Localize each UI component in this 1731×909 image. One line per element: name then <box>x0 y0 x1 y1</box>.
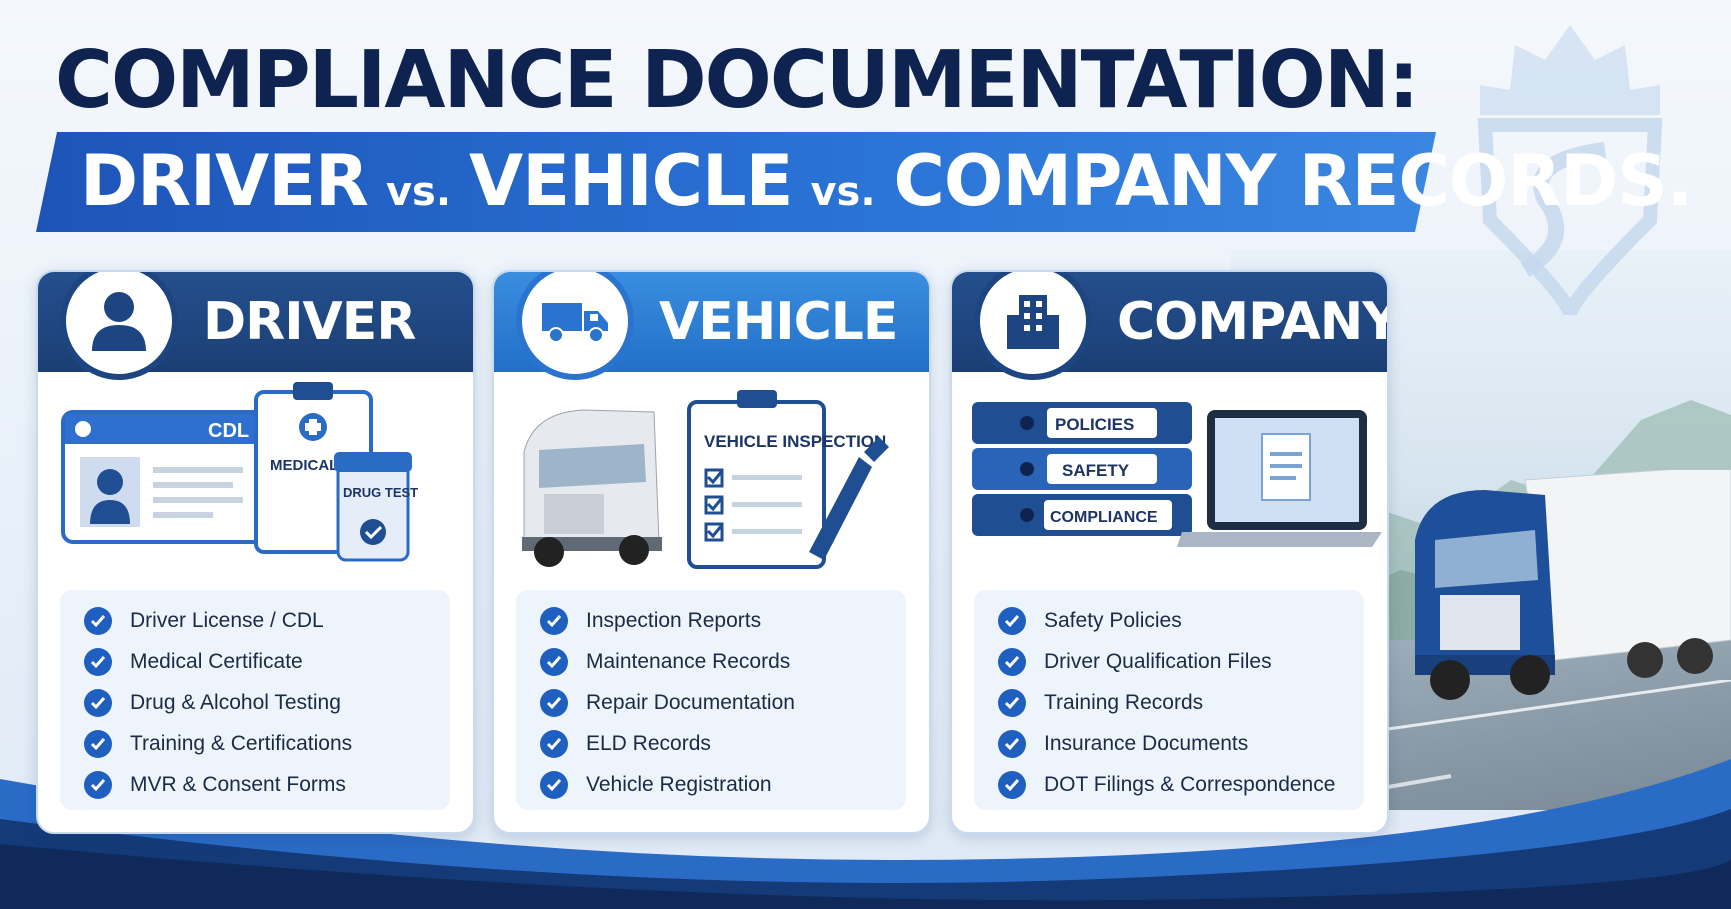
binder-policies-label: POLICIES <box>1055 415 1134 434</box>
list-item: Driver License / CDL <box>60 600 450 641</box>
check-icon <box>84 770 112 799</box>
list-item: ELD Records <box>516 723 906 764</box>
driver-card-title: DRIVER <box>203 292 416 352</box>
check-icon <box>998 688 1026 717</box>
check-icon <box>84 729 112 758</box>
check-icon <box>998 647 1026 676</box>
check-icon <box>998 770 1026 799</box>
binder-safety-label: SAFETY <box>1062 461 1130 480</box>
shield-watermark-icon <box>1477 25 1663 317</box>
list-item: MVR & Consent Forms <box>60 764 450 805</box>
list-item: DOT Filings & Correspondence <box>974 764 1364 805</box>
binder-compliance-label: COMPLIANCE <box>1050 509 1158 526</box>
check-icon <box>998 729 1026 758</box>
list-item: Safety Policies <box>974 600 1364 641</box>
vehicle-inspection-text: VEHICLE INSPECTION <box>704 432 886 451</box>
vehicle-card-title: VEHICLE <box>659 292 898 352</box>
page-title: COMPLIANCE DOCUMENTATION: <box>55 34 1420 126</box>
list-item: Inspection Reports <box>516 600 906 641</box>
cdl-label: CDL <box>208 420 249 442</box>
list-item: Drug & Alcohol Testing <box>60 682 450 723</box>
check-icon <box>540 729 568 758</box>
bottom-wave <box>0 759 1731 909</box>
driver-card-header: DRIVER <box>38 272 473 380</box>
check-icon <box>540 606 568 635</box>
vehicle-records-list: Inspection Reports Maintenance Records R… <box>516 590 906 810</box>
driver-records-list: Driver License / CDL Medical Certificate… <box>60 590 450 810</box>
list-item: Vehicle Registration <box>516 764 906 805</box>
check-icon <box>84 647 112 676</box>
subtitle-vehicle: VEHICLE <box>469 140 793 222</box>
vehicle-card-header: VEHICLE <box>494 272 929 380</box>
list-item: Driver Qualification Files <box>974 641 1364 682</box>
vehicle-card: VEHICLE VEHICLE INSPECTION Inspection Re… <box>492 270 931 834</box>
check-icon <box>998 606 1026 635</box>
driver-illustration: CDL MEDICAL EXAM DRUG TEST <box>61 382 418 562</box>
driver-card: DRIVER CDL MEDICAL EXAM DRUG TEST Driver… <box>36 270 475 834</box>
subtitle: DRIVER vs. VEHICLE vs. COMPANY RECORDS. <box>80 140 1694 226</box>
subtitle-vs-1: vs. <box>385 169 452 215</box>
check-icon <box>84 606 112 635</box>
truck-icon <box>516 272 634 380</box>
list-item: Repair Documentation <box>516 682 906 723</box>
vehicle-inspection-label: VEHICLE INSPECTION <box>704 432 886 451</box>
list-item: Training & Certifications <box>60 723 450 764</box>
subtitle-company-records: COMPANY RECORDS. <box>893 140 1694 222</box>
check-icon <box>540 688 568 717</box>
list-item: Maintenance Records <box>516 641 906 682</box>
drug-test-label: DRUG TEST <box>343 485 418 500</box>
subtitle-vs-2: vs. <box>810 169 876 215</box>
list-item: Insurance Documents <box>974 723 1364 764</box>
company-records-list: Safety Policies Driver Qualification Fil… <box>974 590 1364 810</box>
subtitle-banner <box>36 132 1436 232</box>
company-card-title: COMPANY <box>1117 292 1389 352</box>
list-item: Medical Certificate <box>60 641 450 682</box>
list-item: Training Records <box>974 682 1364 723</box>
company-illustration: POLICIES SAFETY COMPLIANCE <box>972 402 1382 547</box>
company-card: COMPANY POLICIES SAFETY COMPLIANCE Safet… <box>950 270 1389 834</box>
check-icon <box>84 688 112 717</box>
vehicle-illustration: VEHICLE INSPECTION <box>522 390 889 569</box>
subtitle-driver: DRIVER <box>80 140 369 222</box>
company-card-header: COMPANY <box>952 272 1389 380</box>
check-icon <box>540 647 568 676</box>
person-icon <box>60 272 178 380</box>
semi-truck-image <box>1415 470 1731 700</box>
building-icon <box>974 272 1092 380</box>
check-icon <box>540 770 568 799</box>
